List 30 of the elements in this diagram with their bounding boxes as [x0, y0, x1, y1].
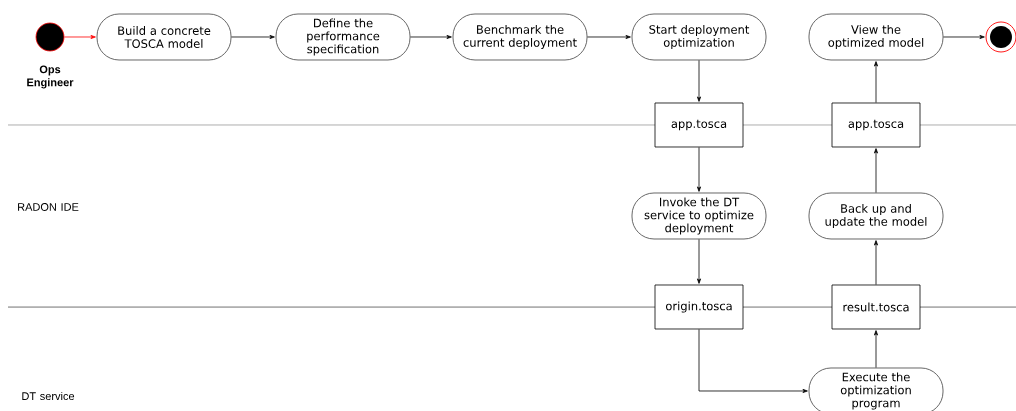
arrow — [943, 35, 985, 39]
arrow — [231, 35, 275, 39]
arrow — [874, 148, 878, 193]
arrow — [874, 61, 878, 103]
lane-label: Ops Engineer — [27, 65, 74, 89]
activity-box: View the optimized model — [808, 13, 944, 61]
arrow — [874, 330, 878, 368]
arrow — [410, 35, 452, 39]
activity-box: Execute the optimization program — [808, 367, 944, 411]
arrow — [697, 239, 701, 284]
arrow — [874, 240, 878, 285]
arrow — [697, 60, 701, 102]
activity-box: Back up and update the model — [808, 192, 944, 240]
activity-box: Start deployment optimization — [631, 13, 767, 61]
arrow — [697, 147, 701, 192]
start-node — [35, 22, 65, 52]
arrow — [587, 35, 631, 39]
artifact-box: result.tosca — [831, 284, 921, 330]
lane-label: RADON IDE — [18, 203, 79, 211]
artifact-box: app.tosca — [654, 102, 744, 148]
lane-label: DT service — [22, 391, 75, 401]
activity-box: Define the performance specification — [275, 13, 411, 61]
activity-box: Invoke the DT service to optimize deployment — [631, 192, 767, 240]
end-node — [985, 21, 1016, 53]
artifact-box: app.tosca — [831, 102, 921, 148]
activity-box: Build a concrete TOSCA model — [96, 13, 232, 61]
arrow — [64, 35, 96, 39]
arrow — [698, 329, 808, 393]
artifact-box: origin.tosca — [654, 284, 744, 330]
activity-box: Benchmark the current deployment — [452, 13, 588, 61]
